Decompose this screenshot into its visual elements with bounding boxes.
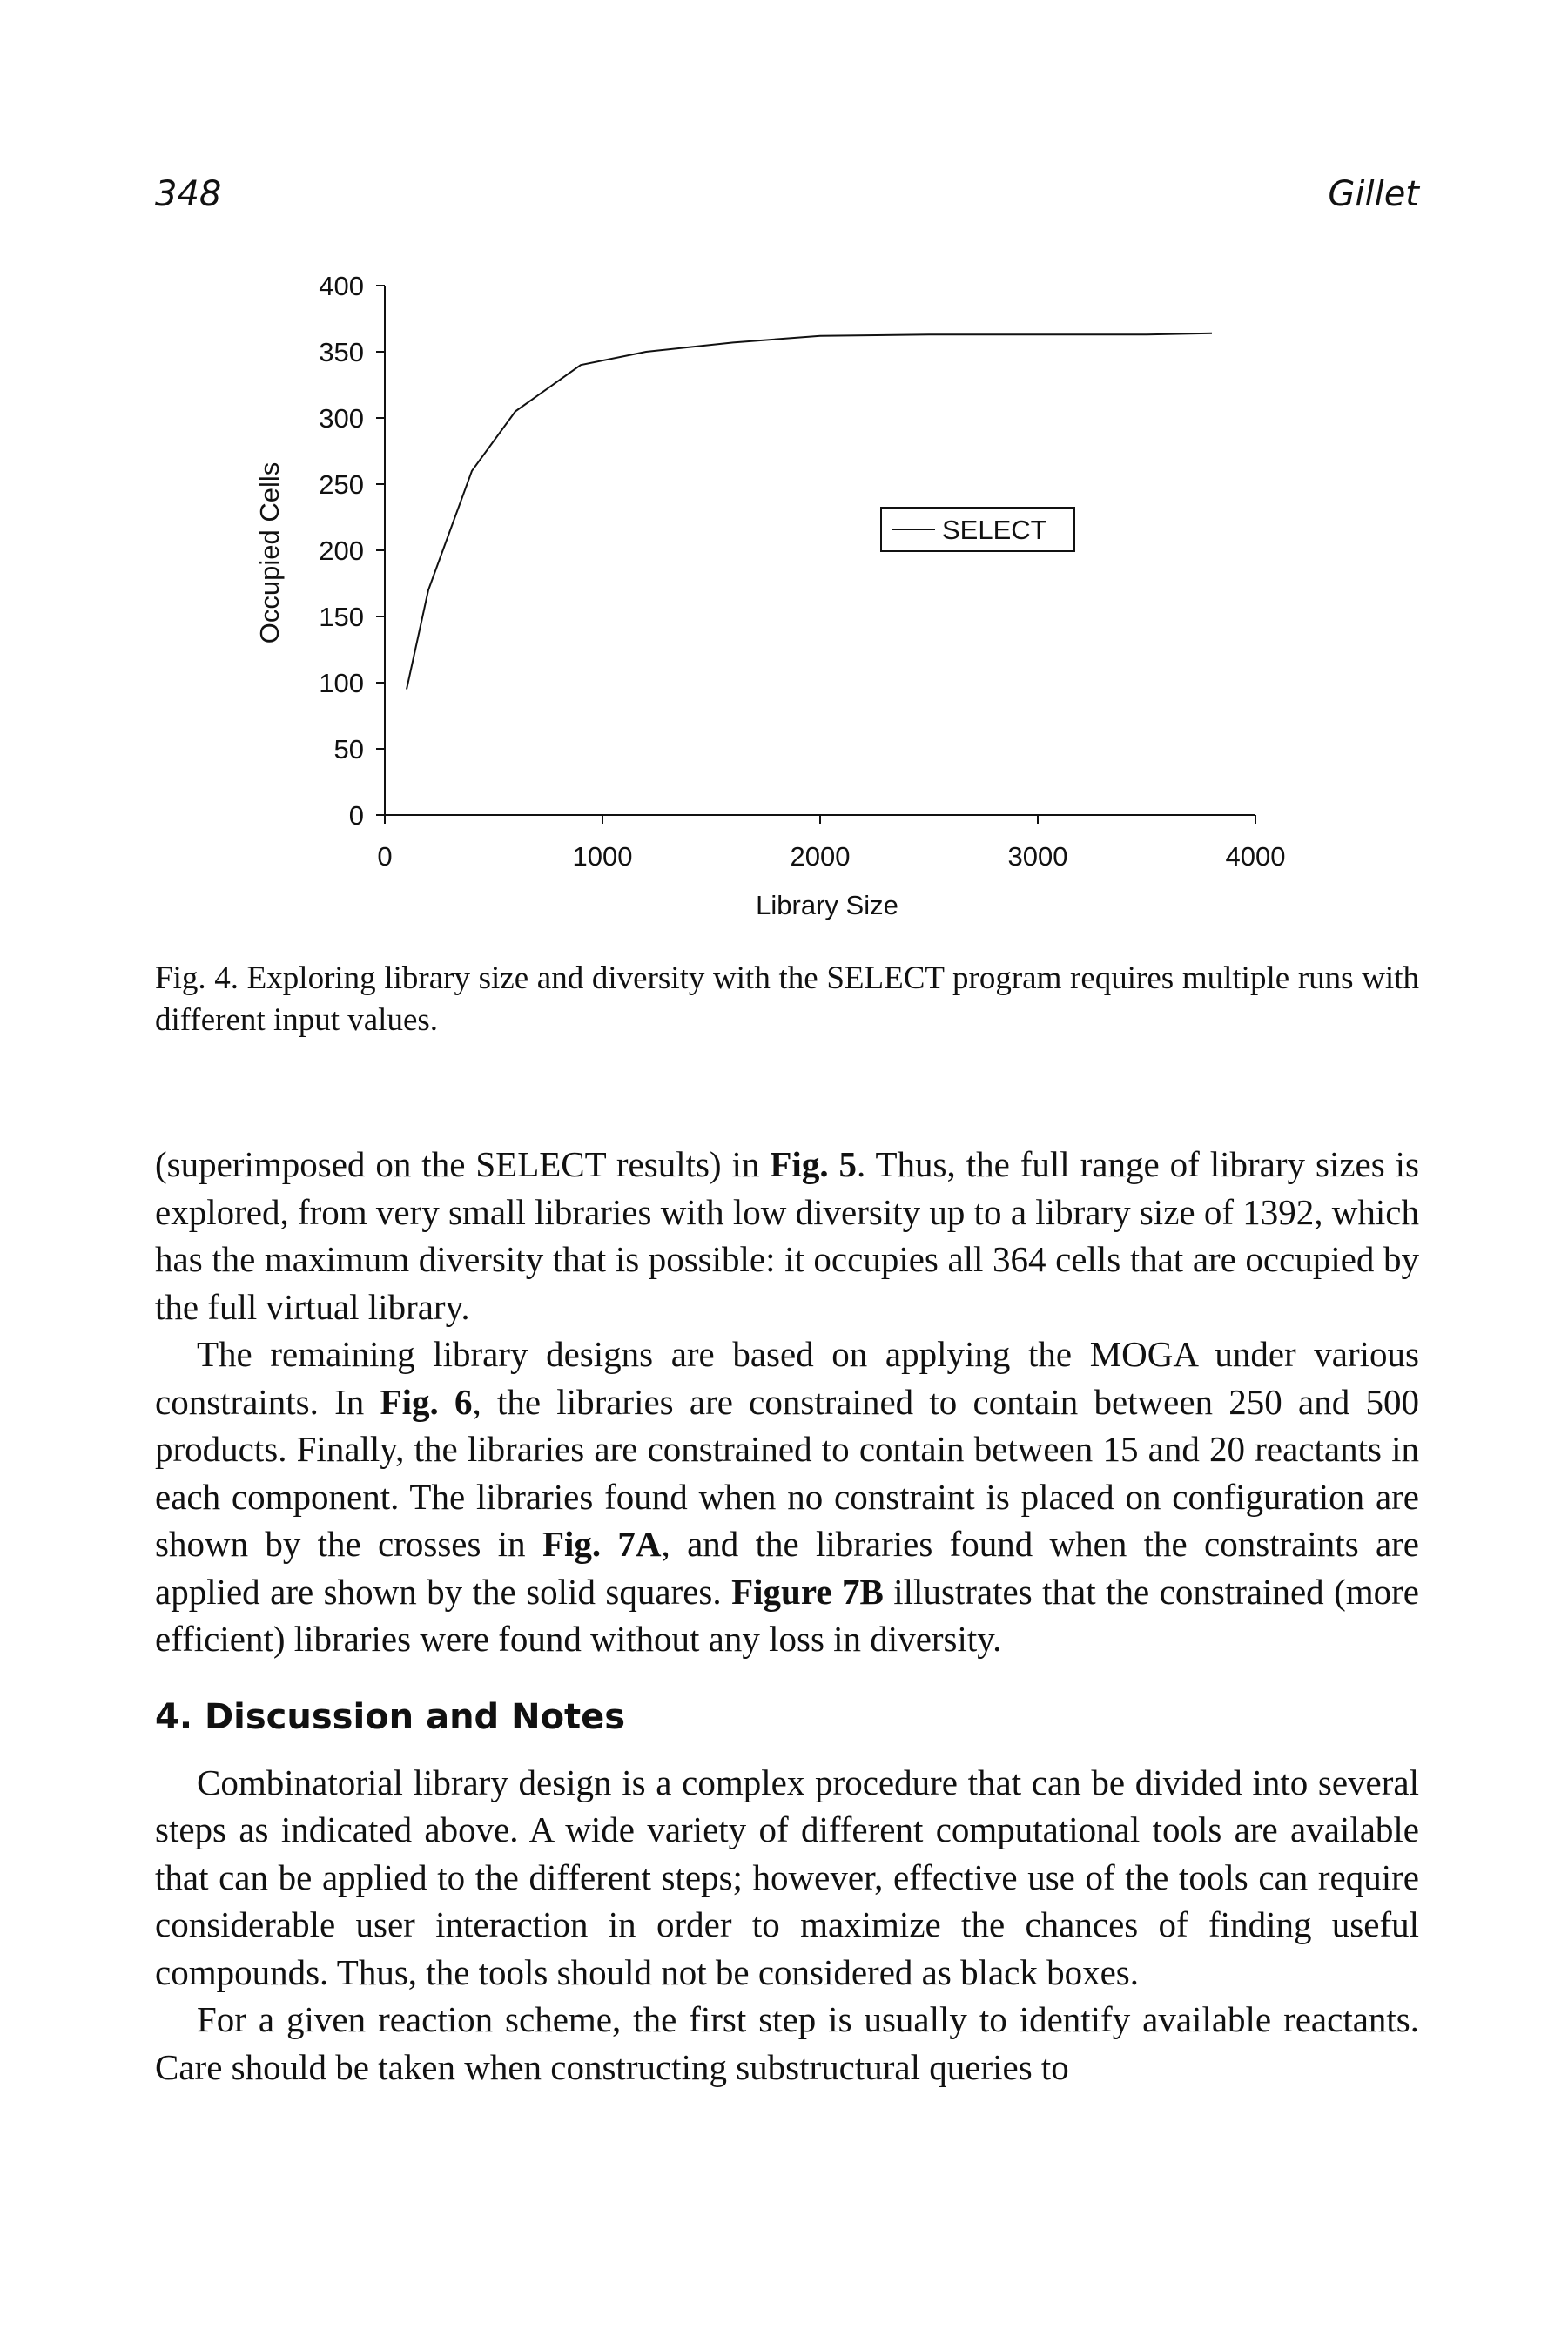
paragraph-3: Combinatorial library design is a comple… bbox=[155, 1762, 1419, 1992]
page-number: 348 bbox=[155, 174, 222, 214]
figure-ref-7b: Figure 7B bbox=[731, 1571, 884, 1612]
y-tick-label: 350 bbox=[319, 337, 364, 367]
figure-ref-5: Fig. 5 bbox=[770, 1144, 858, 1184]
y-tick-label: 0 bbox=[349, 800, 364, 831]
x-tick-label: 4000 bbox=[1226, 841, 1286, 872]
figure-caption: Fig. 4. Exploring library size and diver… bbox=[155, 960, 1419, 1038]
x-tick-label: 1000 bbox=[573, 841, 633, 872]
chart-axes bbox=[384, 286, 1255, 816]
y-tick-label: 200 bbox=[319, 536, 364, 566]
running-head: 348 Gillet bbox=[155, 174, 1419, 235]
body-text: (superimposed on the SELECT results) in … bbox=[155, 1141, 1419, 2091]
y-tick-label: 150 bbox=[319, 602, 364, 632]
figure-ref-7a: Fig. 7A bbox=[542, 1524, 662, 1564]
legend-label: SELECT bbox=[942, 515, 1047, 545]
series-line-select bbox=[406, 332, 1213, 690]
figure-ref-6: Fig. 6 bbox=[380, 1381, 473, 1422]
y-tick-label: 400 bbox=[319, 271, 364, 301]
y-axis-label: Occupied Cells bbox=[254, 462, 285, 643]
running-author: Gillet bbox=[1328, 174, 1419, 214]
y-tick-label: 250 bbox=[319, 469, 364, 500]
paragraph-1: (superimposed on the SELECT results) in … bbox=[155, 1144, 1419, 1327]
x-tick-label: 2000 bbox=[791, 841, 851, 872]
y-tick-label: 300 bbox=[319, 403, 364, 434]
x-tick-label: 3000 bbox=[1008, 841, 1068, 872]
paragraph-4: For a given reaction scheme, the first s… bbox=[155, 1999, 1419, 2087]
section-heading: 4. Discussion and Notes bbox=[155, 1696, 626, 1737]
x-tick-label: 0 bbox=[377, 841, 392, 872]
chart-legend: SELECT bbox=[880, 507, 1075, 552]
y-tick-label: 100 bbox=[319, 668, 364, 698]
x-axis-label: Library Size bbox=[756, 890, 898, 920]
paragraph-2: The remaining library designs are based … bbox=[155, 1334, 1420, 1659]
chart-series bbox=[406, 332, 1213, 690]
y-tick-label: 50 bbox=[334, 734, 364, 765]
